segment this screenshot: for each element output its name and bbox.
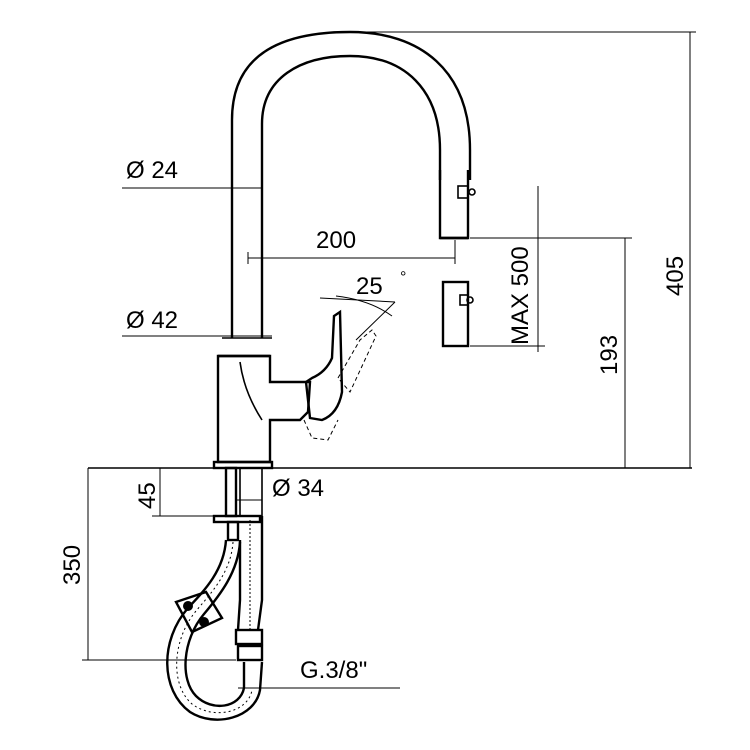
lever-phantom	[303, 419, 339, 441]
shank-lower	[226, 520, 240, 542]
hose-fitting-lower	[236, 644, 264, 662]
body-joint	[239, 361, 263, 421]
lever-handle	[304, 309, 344, 422]
label-connection: G.3/8"	[300, 657, 367, 684]
label-hose-length: 350	[59, 545, 86, 585]
label-base-diameter: Ø 42	[126, 307, 178, 334]
label-degree-symbol: °	[400, 269, 406, 286]
label-spout-diameter: Ø 24	[126, 157, 178, 184]
spout-gooseneck	[230, 30, 472, 338]
dimension-labels: Ø 24 200 25 ° Ø 42 MAX 500 193 405 45 Ø …	[59, 157, 689, 684]
label-reach: 200	[316, 227, 356, 254]
spray-head-extended-dot	[466, 296, 474, 304]
label-hole-diameter: Ø 34	[272, 475, 324, 502]
hose-loop-outer	[166, 539, 264, 721]
body-cylinder	[216, 354, 312, 464]
hose-weight	[174, 590, 224, 634]
hose-weight-screw-2	[199, 617, 209, 627]
hose-fitting-upper	[234, 628, 264, 646]
base-flange	[212, 460, 274, 470]
hose-weight-screw-1	[183, 601, 193, 611]
hose-loop-inner	[184, 541, 246, 708]
label-shank-length: 45	[134, 482, 161, 509]
shank-threaded	[239, 467, 263, 517]
faucet-body	[88, 30, 692, 542]
label-pullout: MAX 500	[507, 246, 534, 345]
label-total-height: 405	[662, 256, 689, 296]
spray-head	[438, 170, 470, 240]
hose	[166, 516, 264, 721]
label-outlet-height: 193	[596, 335, 623, 375]
spray-head-dot	[468, 188, 476, 196]
spray-head-extended-button	[459, 294, 469, 306]
spray-head-extended	[441, 280, 470, 348]
label-lever-angle: 25	[356, 273, 383, 300]
shank	[224, 466, 238, 518]
hose-weight-body	[174, 590, 224, 634]
hose-pipe-inner	[236, 540, 242, 631]
lever-angle-ref-2	[355, 301, 396, 341]
lever-angle-arc	[335, 295, 393, 317]
hose-pipe-outer	[256, 516, 264, 631]
spout-gooseneck-inner	[260, 54, 442, 338]
lever-phantom-arm	[337, 329, 377, 393]
dimension-lines	[82, 31, 696, 689]
spray-head-button	[457, 185, 469, 199]
